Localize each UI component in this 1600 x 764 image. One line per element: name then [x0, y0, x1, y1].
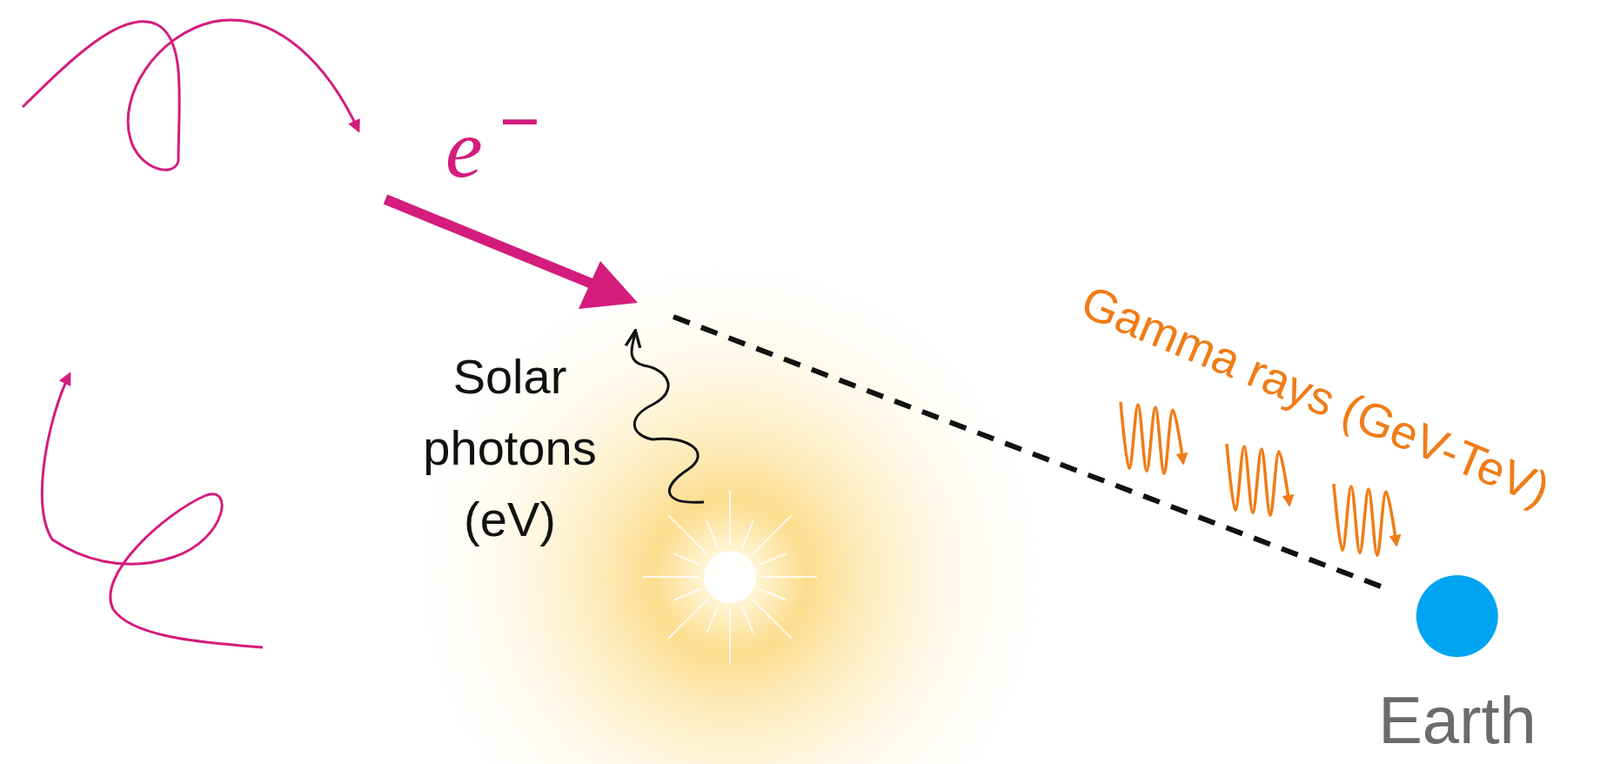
sun-ray	[751, 515, 791, 555]
sun-ray	[668, 515, 708, 555]
electron-arrow-head	[578, 261, 638, 309]
sun-ray	[673, 589, 701, 601]
photon-squiggle	[631, 332, 704, 503]
sun-ray	[706, 520, 718, 548]
sun-ray	[758, 553, 786, 565]
sun-ray	[751, 598, 791, 638]
sun-ray	[761, 575, 817, 578]
electron-arrow-shaft	[385, 199, 601, 288]
planet-node: Earth	[1373, 575, 1541, 754]
gamma-squiggle	[1333, 483, 1397, 556]
sun-ray	[642, 575, 699, 578]
sun-ray	[673, 553, 701, 565]
gamma-label-holder: Gamma rays (GeV-TeV)	[1073, 275, 1557, 516]
sun-rays	[642, 489, 817, 664]
planet-label: Earth	[1373, 687, 1541, 754]
electron-trajectory	[42, 374, 263, 648]
sun-core	[703, 550, 757, 603]
sun-ray	[742, 605, 754, 633]
planet-shape	[1373, 575, 1541, 657]
sun-ray	[729, 608, 731, 664]
charge-sign: −	[499, 83, 541, 161]
particle-symbol: e	[445, 102, 483, 195]
gamma-squiggle	[1120, 401, 1184, 475]
gamma-label: Gamma rays (GeV-TeV)	[1073, 275, 1557, 516]
photon-label-holder: Solar photons (eV)	[405, 341, 615, 556]
planet-circle	[1416, 575, 1499, 657]
sun-ray	[758, 589, 786, 601]
electron-trajectory	[22, 20, 359, 170]
sun-ray	[742, 520, 754, 548]
charge-sign-holder: −	[499, 83, 541, 161]
particle-symbol-holder: e	[445, 102, 483, 195]
sun-ray	[668, 598, 708, 638]
sun-ray	[706, 605, 718, 633]
sun-ray	[729, 489, 731, 546]
photon-label: Solar photons (eV)	[405, 341, 615, 556]
gamma-squiggle	[1226, 443, 1290, 516]
